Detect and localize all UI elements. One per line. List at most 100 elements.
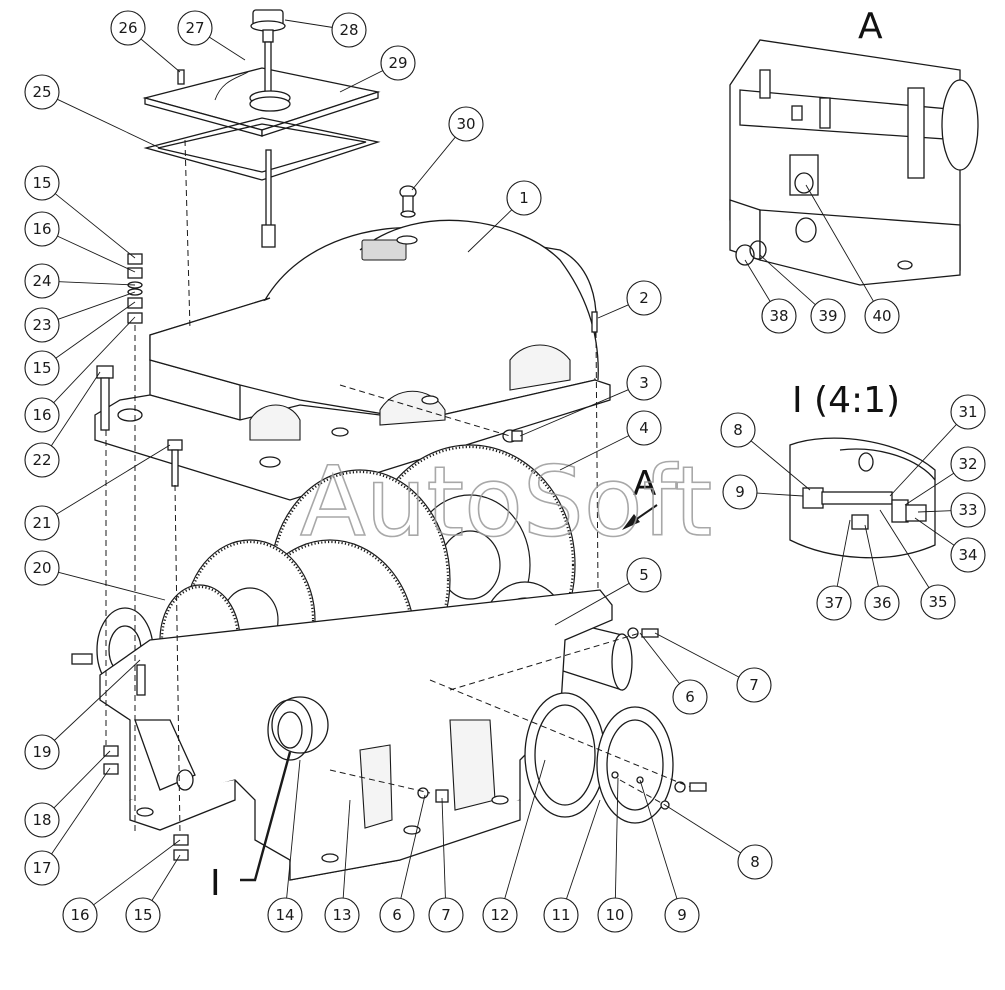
callout-number: 17: [32, 859, 51, 877]
callout-12: 12: [482, 759, 546, 933]
callout-29: 29: [339, 45, 416, 93]
callout-23: 23: [24, 291, 136, 343]
callout-leader: [744, 259, 771, 302]
callout-leader: [57, 291, 136, 320]
callout-leader: [342, 799, 351, 899]
callout-leader: [756, 492, 804, 497]
callout-leader: [914, 517, 955, 546]
callout-circle: [816, 585, 852, 621]
detail-i-circle: [271, 696, 329, 754]
callout-leader: [54, 659, 141, 741]
callout-35: 35: [879, 509, 956, 620]
callout-circle: [543, 897, 579, 933]
callout-leader: [559, 435, 629, 471]
callout-number: 6: [685, 688, 695, 706]
callout-number: 13: [332, 906, 351, 924]
callout-9: 9: [639, 779, 700, 933]
callout-number: 33: [958, 501, 977, 519]
callout-circle: [267, 897, 303, 933]
callout-30: 30: [411, 106, 484, 191]
callout-circle: [24, 505, 60, 541]
callout-number: 7: [441, 906, 451, 924]
callout-number: 6: [392, 906, 402, 924]
main-assembly: I A: [71, 9, 707, 904]
callout-10: 10: [597, 777, 633, 933]
callout-circle: [864, 585, 900, 621]
callout-circle: [24, 307, 60, 343]
callout-circle: [626, 410, 662, 446]
callout-11: 11: [543, 799, 601, 933]
callout-17: 17: [24, 767, 111, 886]
callout-circle: [24, 442, 60, 478]
detail-i-title: I (4:1): [792, 380, 900, 421]
callout-number: 3: [639, 374, 649, 392]
callout-circle: [597, 897, 633, 933]
callout-leader: [339, 70, 383, 93]
breather-assembly: [249, 9, 291, 248]
callout-circle: [737, 844, 773, 880]
callout-2: 2: [597, 280, 662, 319]
callout-leader: [284, 19, 333, 28]
callout-circle: [664, 897, 700, 933]
callout-20: 20: [24, 550, 166, 601]
callout-circle: [720, 412, 756, 448]
callout-16: 16: [24, 316, 136, 433]
callout-leader: [639, 779, 678, 899]
callout-leader: [441, 797, 446, 899]
view-a-arrow-label: A: [633, 464, 656, 504]
callout-number: 32: [958, 455, 977, 473]
callout-circle: [24, 550, 60, 586]
callout-circle: [950, 492, 986, 528]
callout-number: 24: [32, 272, 51, 290]
callout-leader: [58, 571, 166, 601]
callout-number: 39: [818, 307, 837, 325]
callout-leader: [54, 193, 136, 259]
callout-number: 25: [32, 83, 51, 101]
callout-number: 1: [519, 189, 529, 207]
stud-stack-left: [96, 253, 183, 487]
callout-leader: [759, 254, 816, 305]
end-cover-right: [596, 706, 674, 824]
callout-number: 18: [32, 811, 51, 829]
callout-number: 9: [735, 483, 745, 501]
callout-circle: [950, 446, 986, 482]
callout-8: 8: [664, 804, 773, 880]
callout-circle: [950, 394, 986, 430]
callout-leader: [917, 510, 952, 513]
callout-number: 9: [677, 906, 687, 924]
view-a-title: A: [858, 6, 883, 47]
callout-circle: [324, 897, 360, 933]
callout-leader: [51, 767, 111, 855]
callout-6: 6: [639, 632, 708, 715]
callout-number: 21: [32, 514, 51, 532]
callout-circle: [920, 584, 956, 620]
callout-number: 31: [958, 403, 977, 421]
callout-21: 21: [24, 444, 171, 541]
callout-circle: [448, 106, 484, 142]
callout-number: 40: [872, 307, 891, 325]
cover-gasket: [143, 117, 381, 181]
callout-leader: [864, 524, 879, 587]
callout-leader: [50, 371, 101, 447]
callout-leader: [889, 424, 957, 497]
callout-16: 16: [24, 211, 136, 273]
callout-leader: [400, 794, 426, 899]
callout-number: 30: [456, 115, 475, 133]
callout-leader: [566, 799, 601, 900]
callout-circle: [626, 557, 662, 593]
callout-number: 19: [32, 743, 51, 761]
callout-24: 24: [24, 263, 136, 299]
dowel-pin-upper: [591, 311, 598, 333]
callout-leader: [639, 632, 680, 684]
callout-number: 34: [958, 546, 977, 564]
callout-leader: [57, 98, 161, 149]
callout-circle: [24, 802, 60, 838]
callout-circle: [177, 10, 213, 46]
callout-18: 18: [24, 750, 111, 838]
callout-13: 13: [324, 799, 360, 933]
callout-circle: [722, 474, 758, 510]
callout-circle: [626, 280, 662, 316]
callout-leader: [53, 316, 136, 403]
callout-39: 39: [759, 254, 846, 334]
callout-circle: [24, 211, 60, 247]
